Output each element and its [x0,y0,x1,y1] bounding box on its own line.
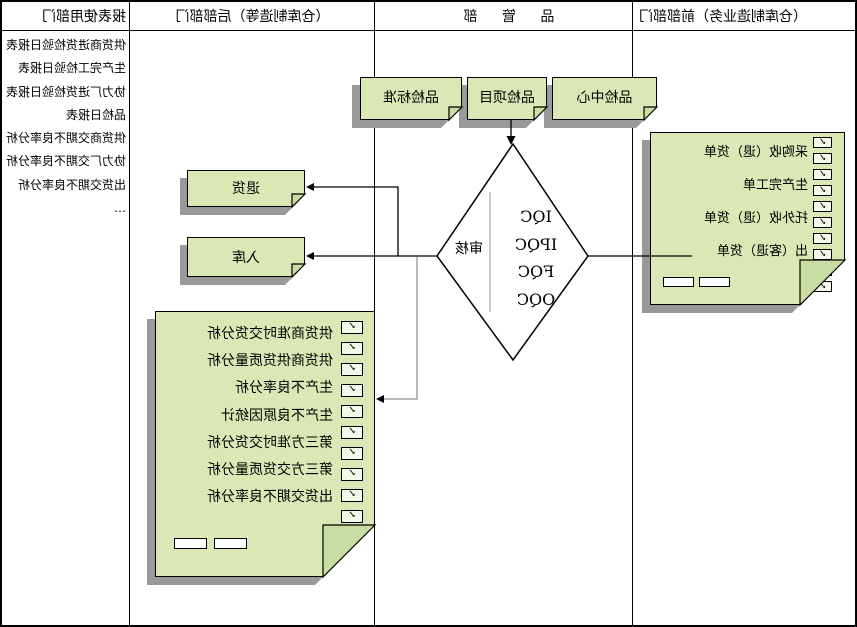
checkbox-icon: ✓ [341,489,363,502]
analysis-report-name: 生产不良率分析 [235,380,333,397]
checkbox-icon: ✓ [813,153,832,164]
checkbox-icon: ✓ [813,217,832,228]
document-name: 生产完工单 [742,178,808,193]
qc-stage: OQC [516,289,556,309]
document-name: 托外收（退）货单 [703,211,808,226]
checkbox-icon: ✓ [341,405,363,418]
analysis-report-name: 出货交期不良率分析 [207,489,333,506]
front-docbox-items: 采购收（退）货单生产完工单托外收（退）货单出（客退）货单 [658,136,808,268]
report-list-item: 供货商交期不良率分析 [5,131,126,146]
checkbox-icon: ✓ [341,447,363,460]
checkbox-icon: ✓ [813,137,832,148]
analysis-report-name: 供货商供货质量分析 [207,353,333,370]
document-name: 采购收（退）货单 [703,145,808,160]
lane-header-report-users: 报表使用部门 [42,9,126,25]
warehouse-in-label: 入库 [232,250,260,266]
analysis-docbox-items: 供货商准时交货分析供货商供货质量分析生产不良率分析生产不良原因统计第三方准时交货… [163,321,333,511]
analysis-docbox-checkboxes: ✓ ✓ ✓ ✓ ✓ ✓ ✓ ✓ ✓ ✓ [341,321,363,531]
signature-field [699,277,730,287]
diamond-qc-stages: IQC IPQC FQC OQC [506,203,566,313]
qc-stage: IQC [520,207,552,226]
signature-field [174,538,207,549]
analysis-report-name: 第三方交货质量分析 [207,462,333,479]
report-list-item: 品检日报表 [65,107,126,122]
checkbox-icon: ✓ [341,426,363,439]
lane-header-rear-dept: （仓库制造等）后部部门 [175,9,330,25]
checkbox-icon: ✓ [813,201,832,212]
document-name: 出（客退）货单 [716,244,808,259]
checkbox-icon: ✓ [341,342,363,355]
signature-field [663,277,694,287]
checkbox-icon: ✓ [341,321,363,334]
report-list-item: 出货交期不良率分析 [17,177,126,192]
report-list-item: 生产完工检验日报表 [17,61,126,76]
qc-items-label: 品检项目 [479,90,535,106]
header-underline [2,30,855,31]
lane-header-quality-dept: 品 管 部 [453,9,555,25]
report-list-item: … [114,201,126,216]
checkbox-icon: ✓ [813,169,832,180]
analysis-report-name: 供货商准时交货分析 [207,326,333,342]
diamond-label: 审核 [455,241,483,257]
checkbox-icon: ✓ [813,185,832,196]
return-goods-label: 退货 [232,181,260,197]
checkbox-icon: ✓ [341,510,363,523]
qc-center-label: 品检中心 [576,90,633,106]
checkbox-icon: ✓ [341,468,363,481]
report-list: 供货商进货检验日报表生产完工检验日报表协力厂进货检验日报表品检日报表供货商交期不… [2,34,126,220]
analysis-report-name: 生产不良原因统计 [221,407,333,424]
qc-stage: IPQC [514,234,558,254]
checkbox-icon: ✓ [813,249,832,260]
column-divider-3 [129,2,130,625]
checkbox-icon: ✓ [341,363,363,376]
checkbox-icon: ✓ [813,281,832,292]
qc-standard-label: 品检标准 [383,90,439,106]
report-list-item: 供货商进货检验日报表 [5,38,126,52]
checkbox-icon: ✓ [813,265,832,276]
analysis-report-name: 第三方准时交货分析 [207,434,333,451]
report-list-item: 协力厂交期不良率分析 [5,154,126,169]
report-list-item: 协力厂进货检验日报表 [5,84,126,99]
front-docbox-checkboxes: ✓ ✓ ✓ ✓ ✓ ✓ ✓ ✓ ✓ ✓ [813,137,832,297]
qc-stage: FQC [517,262,555,281]
signature-field [214,538,247,549]
checkbox-icon: ✓ [813,233,832,244]
checkbox-icon: ✓ [341,384,363,397]
lane-header-front-dept: （仓库制造业务）前部部门 [639,9,807,25]
